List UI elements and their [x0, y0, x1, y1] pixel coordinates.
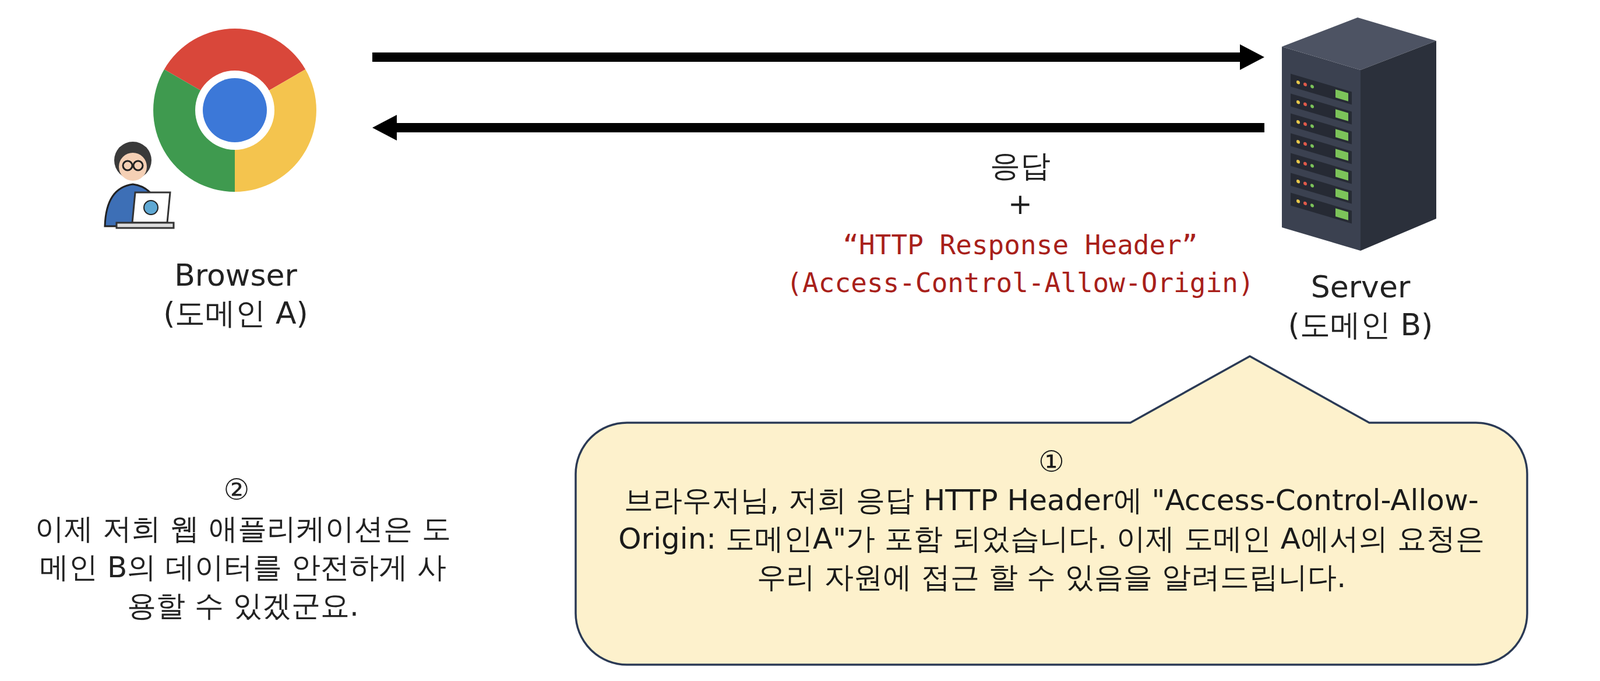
node-label: (도메인 A) — [163, 294, 309, 333]
plus-sign: + — [1008, 184, 1033, 224]
header-field: (Access-Control-Allow-Origin) — [786, 265, 1254, 301]
callout-number: ② — [223, 470, 250, 509]
note-text: 이제 저희 웹 애플리케이션은 도메인 B의 데이터를 안전하게 사용할 수 있… — [33, 509, 453, 625]
server-node: Server(도메인 B) — [1264, 0, 1457, 344]
arrow-shaft — [396, 122, 1265, 133]
node-label: (도메인 B) — [1288, 305, 1434, 344]
callout-text: 브라우저님, 저희 응답 HTTP Header에 "Access-Contro… — [603, 480, 1501, 597]
server-icon — [1281, 17, 1437, 251]
arrow-shaft — [372, 52, 1240, 62]
node-label: Browser — [174, 256, 298, 295]
arrow-connector — [372, 44, 1265, 70]
speech-bubble: ①브라우저님, 저희 응답 HTTP Header에 "Access-Contr… — [574, 354, 1529, 666]
arrow-head — [1239, 44, 1265, 70]
arrow-connector — [372, 114, 1265, 141]
browser-node: Browser(도메인 A) — [99, 23, 373, 333]
edge-label: 응답 — [989, 146, 1051, 185]
callout-number: ① — [603, 442, 1501, 481]
bubble-shape — [575, 356, 1528, 665]
developer-icon — [104, 141, 174, 228]
chrome-logo — [153, 28, 317, 192]
arrow-head — [372, 114, 397, 141]
node-label: Server — [1310, 268, 1411, 306]
header-name: “HTTP Response Header” — [842, 227, 1198, 263]
